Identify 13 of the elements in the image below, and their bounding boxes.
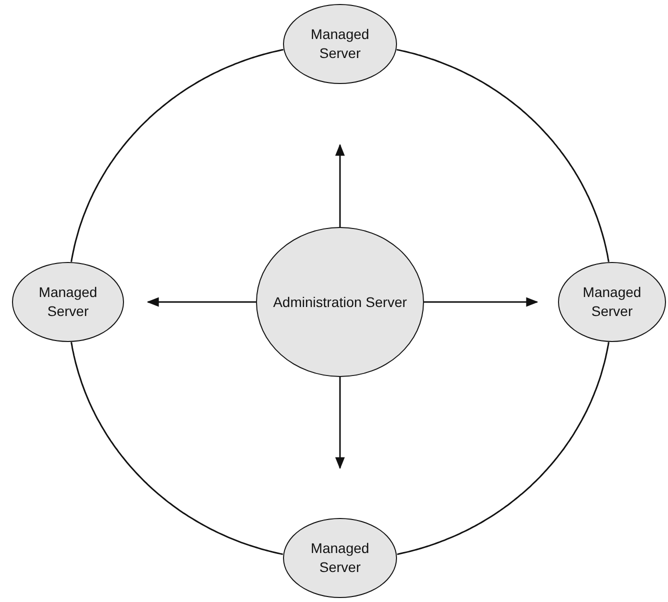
node-label: Managed Server [582,283,642,321]
arrow [335,377,345,470]
arrow [424,297,538,307]
connector-line [70,342,283,555]
connector-line [397,342,610,555]
node-label: Managed Server [310,539,370,577]
arrow [335,144,345,227]
connector-line [396,48,610,262]
arrow [146,297,256,307]
connector-line [70,48,284,262]
node-label: Administration Server [272,292,408,312]
node-label: Managed Server [38,283,98,321]
node-label: Managed Server [310,25,370,63]
